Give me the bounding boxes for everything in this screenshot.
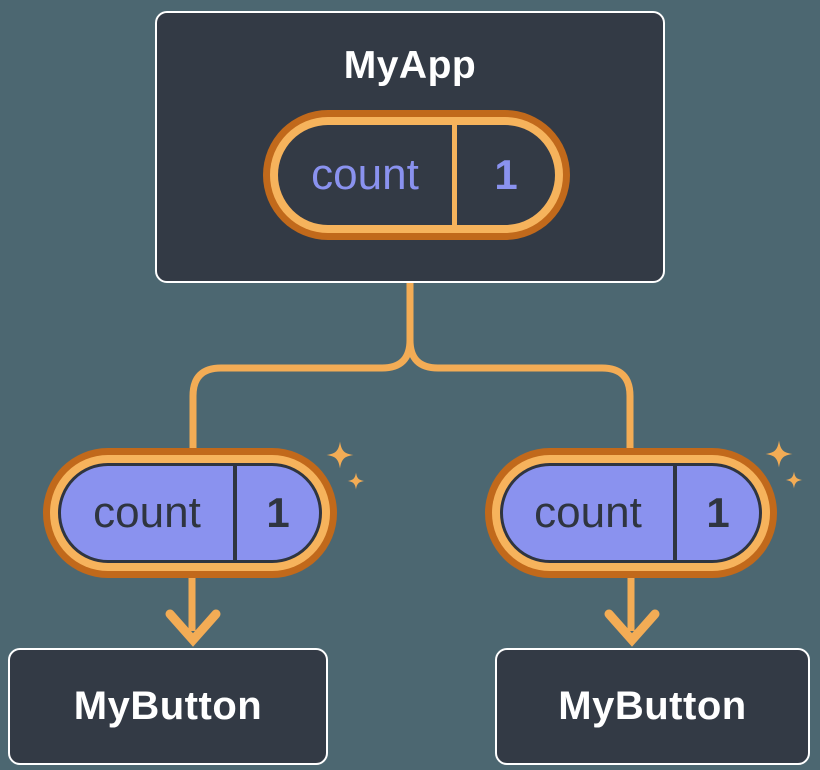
- component-node-mybutton: MyButton: [8, 648, 328, 765]
- prop-name: count: [534, 488, 642, 537]
- component-name: MyButton: [73, 684, 263, 728]
- pill-divider: [233, 466, 237, 560]
- prop-value: 1: [266, 489, 290, 536]
- component-node-myapp: MyApp count 1: [155, 11, 665, 283]
- arrow-down-icon: [165, 576, 221, 647]
- component-name: MyButton: [558, 684, 747, 728]
- prop-pill-ring: count 1: [492, 455, 770, 571]
- prop-value: 1: [706, 489, 730, 536]
- prop-pill-ring: count 1: [50, 455, 330, 571]
- state-name: count: [278, 125, 452, 225]
- state-pill: count 1: [263, 110, 570, 240]
- arrow-down-icon: [604, 576, 660, 647]
- prop-name: count: [93, 488, 201, 537]
- component-name: MyApp: [343, 44, 477, 87]
- connector-right: [406, 283, 634, 450]
- component-node-mybutton: MyButton: [495, 648, 810, 765]
- prop-pill: count 1: [485, 448, 777, 578]
- pill-divider: [673, 466, 677, 560]
- prop-pill: count 1: [43, 448, 337, 578]
- sparkle-icon: [765, 440, 803, 489]
- pill-divider: [452, 125, 457, 225]
- sparkle-icon: [326, 441, 365, 490]
- state-value: 1: [457, 125, 555, 225]
- state-pill-ring: count 1: [270, 117, 563, 233]
- connector-left: [189, 283, 414, 450]
